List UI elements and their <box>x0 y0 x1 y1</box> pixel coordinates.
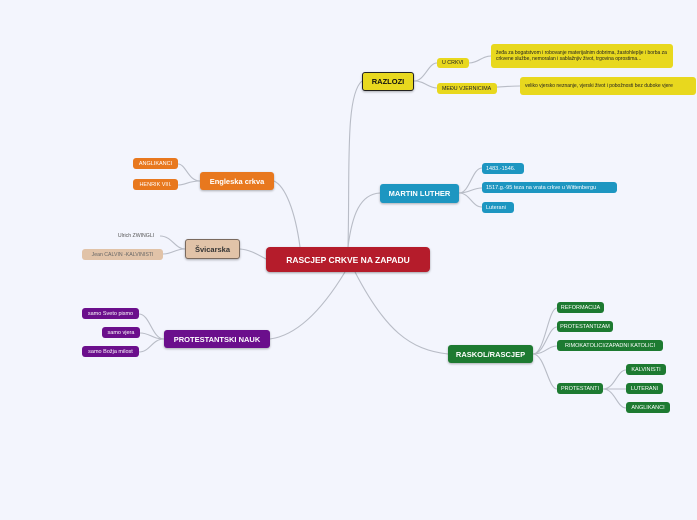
svicarska-item[interactable]: Jean CALVIN -KALVINISTI <box>82 249 163 260</box>
engleska-crkva-node[interactable]: Engleska crkva <box>200 172 274 190</box>
nauk-item[interactable]: samo Božja milost <box>82 346 139 357</box>
engleska-item[interactable]: HENRIK VIII. <box>133 179 178 190</box>
razlozi-node[interactable]: RAZLOZI <box>362 72 414 91</box>
luther-item[interactable]: Luterani <box>482 202 514 213</box>
raskol-item[interactable]: REFORMACIJA <box>557 302 604 313</box>
engleska-item[interactable]: ANGLIKANCI <box>133 158 178 169</box>
u-crkvi-note[interactable]: žeđa za bogatstvom i robovanje materijal… <box>491 44 673 68</box>
nauk-item[interactable]: samo vjera <box>102 327 140 338</box>
medu-vjernicima-note[interactable]: veliko vjersko neznanje, vjerski život i… <box>520 77 696 95</box>
luther-item[interactable]: 1483.-1546. <box>482 163 524 174</box>
protestantski-nauk-node[interactable]: PROTESTANTSKI NAUK <box>164 330 270 348</box>
central-topic[interactable]: RASCJEP CRKVE NA ZAPADU <box>266 247 430 272</box>
luther-item[interactable]: 1517.g.-95 teza na vrata crkve u Wittenb… <box>482 182 617 193</box>
protestanti-node[interactable]: PROTESTANTI <box>557 383 603 394</box>
protestanti-item[interactable]: ANGLIKANCI <box>626 402 670 413</box>
u-crkvi-node[interactable]: U CRKVI <box>437 58 469 68</box>
svicarska-item[interactable]: Ulrich ZWINGLI <box>117 233 155 239</box>
medu-vjernicima-node[interactable]: MEĐU VJERNICIMA <box>437 83 497 94</box>
raskol-item[interactable]: PROTESTANTIZAM <box>557 321 613 332</box>
svicarska-node[interactable]: Švicarska <box>185 239 240 259</box>
raskol-item[interactable]: RIMOKATOLICI/ZAPADNI KATOLICI <box>557 340 663 351</box>
protestanti-item[interactable]: LUTERANI <box>626 383 663 394</box>
martin-luther-node[interactable]: MARTIN LUTHER <box>380 184 459 203</box>
raskol-node[interactable]: RASKOL/RASCJEP <box>448 345 533 363</box>
nauk-item[interactable]: samo Sveto pismo <box>82 308 139 319</box>
protestanti-item[interactable]: KALVINISTI <box>626 364 666 375</box>
